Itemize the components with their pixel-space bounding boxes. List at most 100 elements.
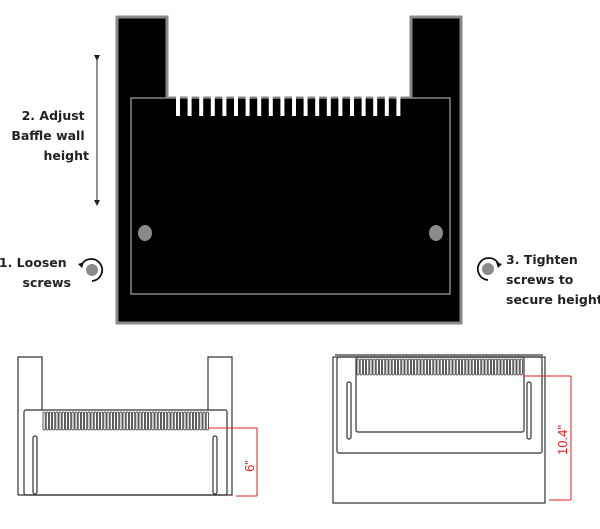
coil-loop — [74, 411, 78, 431]
coil-loop — [465, 358, 469, 376]
coil-loop — [375, 358, 379, 376]
coil-loop — [106, 411, 110, 431]
coil-loop — [84, 411, 88, 431]
coil-loop — [398, 358, 402, 376]
coil-loop — [426, 358, 430, 376]
coil-loop — [366, 358, 370, 376]
coil-loop — [122, 411, 126, 431]
coil-loop — [87, 411, 91, 431]
coil-loop — [484, 358, 488, 376]
tighten-rotate-icon — [476, 257, 502, 281]
coil-loop — [100, 411, 104, 431]
coil-loop — [170, 411, 174, 431]
coil-loop — [439, 358, 443, 376]
coil-loop — [138, 411, 142, 431]
coil-loop — [97, 411, 101, 431]
coil-loop — [125, 411, 129, 431]
coil-loop — [414, 358, 418, 376]
vent-slot — [257, 96, 262, 116]
vent-slot — [396, 96, 401, 116]
coil-loop — [449, 358, 453, 376]
coil-loop — [154, 411, 158, 431]
coil-loop — [180, 411, 184, 431]
vent-slot — [187, 96, 192, 116]
coil-loop — [183, 411, 187, 431]
coil-loop — [487, 358, 491, 376]
coil-loop — [128, 411, 132, 431]
coil-loop — [442, 358, 446, 376]
coil-loop — [510, 358, 514, 376]
coil-loop — [144, 411, 148, 431]
coil-loop — [436, 358, 440, 376]
coil-loop — [77, 411, 81, 431]
coil-loop — [58, 411, 62, 431]
coil-loop — [202, 411, 206, 431]
coil-loop — [474, 358, 478, 376]
coil-loop — [494, 358, 498, 376]
coil-loop — [455, 358, 459, 376]
coil-loop — [93, 411, 97, 431]
main-illustration — [115, 15, 463, 325]
coil-loop — [49, 411, 53, 431]
coil-loop — [148, 411, 152, 431]
vent-slot — [234, 96, 238, 116]
coil-loop — [81, 411, 85, 431]
coil-loop — [151, 411, 155, 431]
coil-loop — [109, 411, 113, 431]
coil-loop — [420, 358, 424, 376]
coil-loop — [378, 358, 382, 376]
vent-slot — [303, 96, 308, 116]
coil-loop — [119, 411, 123, 431]
coil-loop — [160, 411, 164, 431]
screw-right — [429, 225, 443, 241]
vent-slot — [210, 96, 215, 116]
coil-loop — [519, 358, 523, 376]
coil-loop — [52, 411, 56, 431]
coil-loop — [186, 411, 190, 431]
coil-loop — [103, 411, 107, 431]
coil-loop — [468, 358, 472, 376]
coil-loop — [407, 358, 411, 376]
coil-loop — [141, 411, 145, 431]
coil-loop — [65, 411, 69, 431]
coil-loop — [362, 358, 366, 376]
coil-loop — [68, 411, 72, 431]
coil-loop — [372, 358, 376, 376]
coil-loop — [135, 411, 139, 431]
coil-loop — [417, 358, 421, 376]
vent-slot — [199, 96, 204, 116]
vent-slot — [326, 96, 331, 116]
coil-loop — [71, 411, 75, 431]
coil-loop — [401, 358, 405, 376]
low-position-drawing — [17, 356, 233, 496]
coil-loop — [205, 411, 209, 431]
coil-loop — [196, 411, 200, 431]
coil-loop — [116, 411, 120, 431]
coil-loop — [410, 358, 414, 376]
coil-loop — [176, 411, 180, 431]
vent-slot — [280, 96, 285, 116]
vent-slot — [222, 96, 227, 116]
coil-loop — [490, 358, 494, 376]
high-dimension — [524, 375, 572, 501]
low-dimension-label: 6" — [242, 460, 257, 472]
low-dimension — [208, 427, 258, 497]
coil-loop — [45, 411, 49, 431]
coil-loop — [462, 358, 466, 376]
coil-loop — [423, 358, 427, 376]
coil-loop — [506, 358, 510, 376]
vent-slot — [292, 96, 296, 116]
vent-slot — [338, 96, 343, 116]
coil-loop — [500, 358, 504, 376]
vent-slot — [384, 96, 389, 116]
vent-slot — [268, 96, 273, 116]
high-position-drawing — [332, 354, 546, 504]
coil-loop — [513, 358, 517, 376]
step1-label: 1. Loosen screws — [0, 255, 71, 290]
coil-loop — [391, 358, 395, 376]
coil-loop — [359, 358, 363, 376]
vent-slot — [361, 96, 366, 116]
coil-loop — [132, 411, 136, 431]
coil-loop — [189, 411, 193, 431]
